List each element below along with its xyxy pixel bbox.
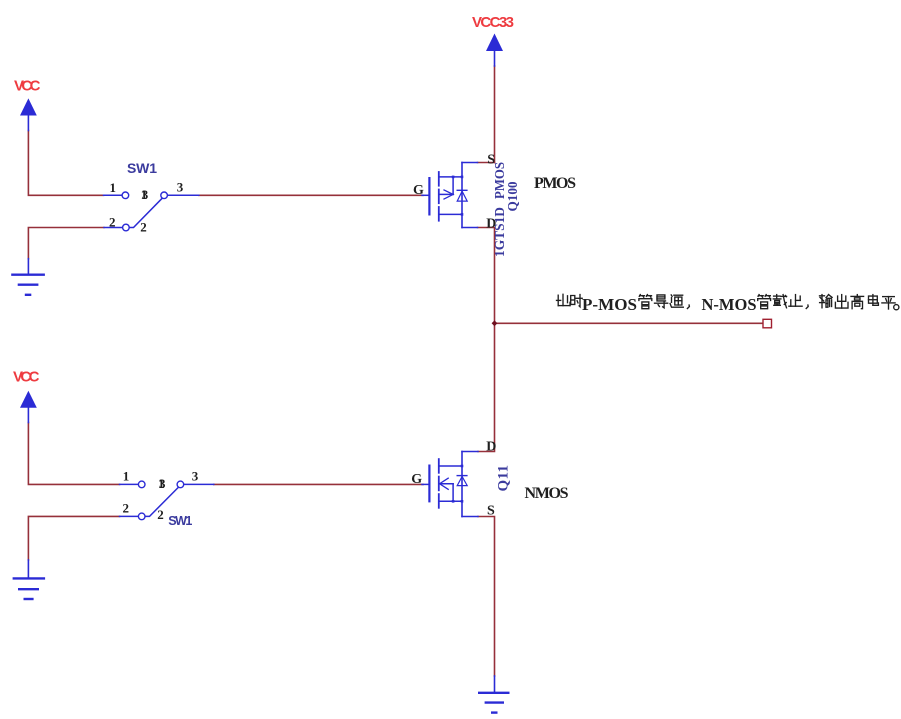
svg-text:VCC: VCC [14, 78, 41, 95]
svg-text:2: 2 [140, 220, 147, 235]
svg-text:1: 1 [141, 187, 148, 202]
svg-text:S: S [487, 504, 495, 519]
svg-text:PMOS: PMOS [493, 162, 508, 199]
svg-text:VCC: VCC [13, 369, 40, 386]
svg-text:Q100: Q100 [506, 182, 521, 212]
svg-text:NMOS: NMOS [525, 485, 569, 502]
svg-text:SW1: SW1 [168, 514, 192, 528]
svg-text:S: S [487, 153, 495, 168]
svg-text:SW1: SW1 [127, 160, 157, 176]
svg-text:VCC33: VCC33 [472, 14, 514, 31]
svg-text:1GTS1D: 1GTS1D [493, 207, 508, 257]
svg-text:P-MOS: P-MOS [582, 295, 637, 314]
svg-text:G: G [413, 183, 424, 198]
svg-text:G: G [411, 472, 422, 487]
svg-text:Q11: Q11 [496, 465, 512, 492]
svg-text:N-MOS: N-MOS [702, 295, 757, 314]
svg-text:PMOS: PMOS [534, 175, 576, 192]
svg-text:3: 3 [192, 469, 199, 484]
svg-text:2: 2 [123, 501, 130, 516]
svg-text:3: 3 [142, 187, 149, 202]
svg-text:3: 3 [159, 476, 166, 491]
svg-text:D: D [486, 217, 496, 232]
svg-text:2: 2 [109, 215, 116, 230]
svg-text:1: 1 [110, 180, 117, 195]
svg-text:1: 1 [158, 476, 165, 491]
svg-text:2: 2 [157, 507, 164, 522]
svg-text:1: 1 [123, 469, 130, 484]
svg-text:D: D [486, 440, 496, 455]
svg-text:3: 3 [177, 180, 184, 195]
